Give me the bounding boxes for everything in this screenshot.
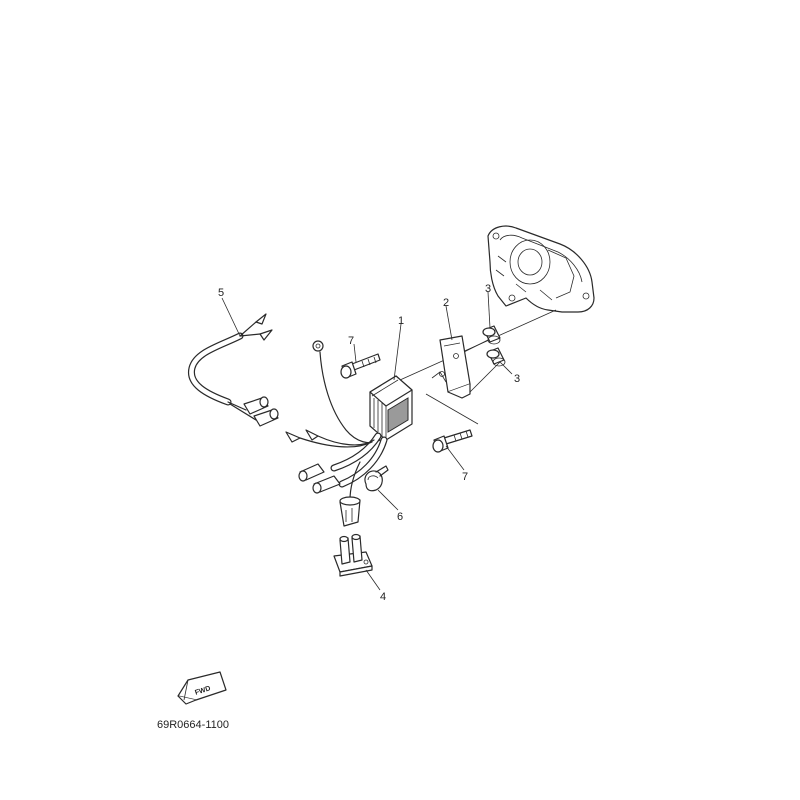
label-regulator: 1 [398, 315, 404, 327]
holder [333, 533, 373, 577]
collar-upper [482, 325, 501, 345]
label-collar-upper: 3 [485, 283, 491, 295]
label-bracket: 2 [443, 297, 449, 309]
collar-lower [486, 347, 506, 367]
forward-direction-arrow: FWD [177, 671, 227, 705]
rectifier-regulator [285, 340, 413, 501]
drawing-code: 69R0664-1100 [157, 719, 229, 731]
label-holder: 4 [380, 591, 386, 603]
assembly-center-lines [399, 309, 557, 425]
label-clamp: 6 [397, 511, 403, 523]
label-collar-lower: 3 [514, 373, 520, 385]
lead-wire [188, 313, 279, 427]
engine-cover-outline [487, 225, 595, 313]
bracket [431, 335, 471, 399]
bolt-right [432, 429, 473, 453]
leader-lines [221, 291, 513, 591]
label-bolt-left: 7 [348, 335, 354, 347]
label-lead-wire: 5 [218, 287, 224, 299]
label-bolt-right: 7 [462, 471, 468, 483]
bolt-left [340, 353, 381, 379]
connector-boot [339, 496, 361, 527]
clamp [364, 465, 389, 492]
callout-numbers: 5 1 2 3 3 7 7 6 4 [218, 283, 520, 603]
fwd-label: FWD [194, 685, 211, 697]
